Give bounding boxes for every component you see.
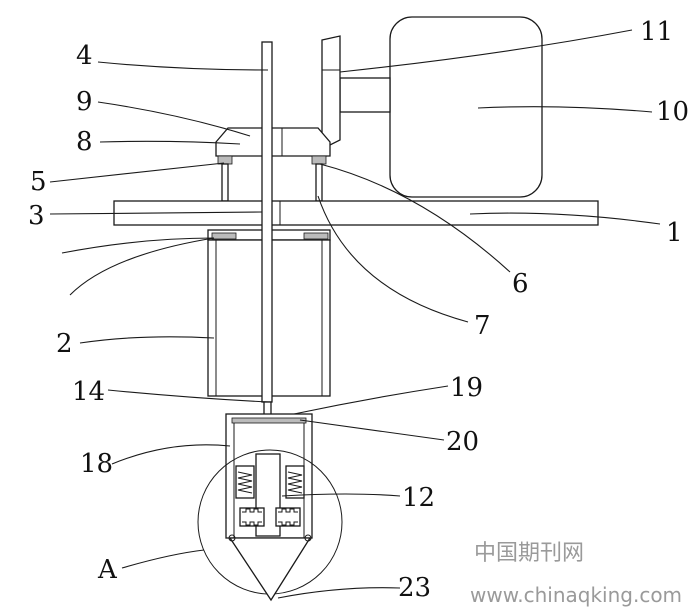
label-6: 6 [512, 269, 529, 299]
label-5: 5 [30, 167, 47, 197]
support-post-right [315, 163, 323, 202]
label-14: 14 [72, 377, 105, 407]
label-4: 4 [76, 41, 93, 71]
label-7: 7 [474, 311, 491, 341]
leader-23 [277, 587, 401, 599]
leader-3 [49, 211, 263, 215]
leader-7 [317, 195, 469, 323]
leader-6 [319, 163, 511, 273]
leader-11 [339, 29, 633, 73]
leader-unlabeled-2 [69, 237, 215, 296]
leader-a [121, 549, 205, 569]
lower-flange-seat-right [303, 232, 329, 240]
label-18: 18 [80, 449, 113, 479]
lower-flange-seat-left [211, 232, 237, 240]
gear-teeth-right [278, 508, 298, 526]
leader-12 [281, 493, 401, 497]
label-11: 11 [640, 17, 673, 47]
label-9: 9 [76, 87, 93, 117]
watermark-url: www.chinaqking.com [470, 583, 682, 607]
leader-unlabeled-1 [61, 237, 215, 254]
leader-1 [469, 212, 661, 225]
bearing-seat-left [217, 155, 233, 165]
spring-left [237, 471, 253, 494]
gear-rack-left [239, 507, 265, 527]
label-3: 3 [28, 201, 45, 231]
gear-teeth-left [242, 508, 262, 526]
spring-right [287, 471, 303, 494]
label-2: 2 [56, 329, 73, 359]
label-10: 10 [656, 97, 689, 127]
leader-18 [111, 444, 231, 465]
label-1: 1 [666, 218, 683, 248]
label-20: 20 [446, 427, 479, 457]
label-a: A [97, 555, 118, 585]
leader-4 [97, 61, 269, 71]
leader-9 [97, 101, 251, 137]
motor-coupling [321, 35, 341, 147]
leader-2 [79, 336, 215, 344]
label-23: 23 [398, 573, 431, 603]
gear-housing [215, 127, 331, 157]
leader-19 [293, 385, 449, 415]
label-19: 19 [450, 373, 483, 403]
leader-20 [299, 419, 445, 441]
leader-10 [477, 106, 653, 113]
leader-14 [107, 389, 269, 403]
tip-ring-right [304, 534, 312, 542]
seal-plate [231, 417, 307, 424]
leader-5 [49, 162, 225, 183]
support-post-left [221, 163, 229, 202]
central-shaft [261, 41, 273, 403]
bearing-seat-right [311, 155, 327, 165]
label-12: 12 [402, 483, 435, 513]
drill-tip [228, 537, 312, 602]
motor-shaft [339, 77, 391, 113]
label-8: 8 [76, 127, 93, 157]
watermark-cn: 中国期刊网 [474, 541, 584, 566]
tip-ring-left [228, 534, 236, 542]
leader-8 [99, 140, 241, 145]
gear-rack-right [275, 507, 301, 527]
